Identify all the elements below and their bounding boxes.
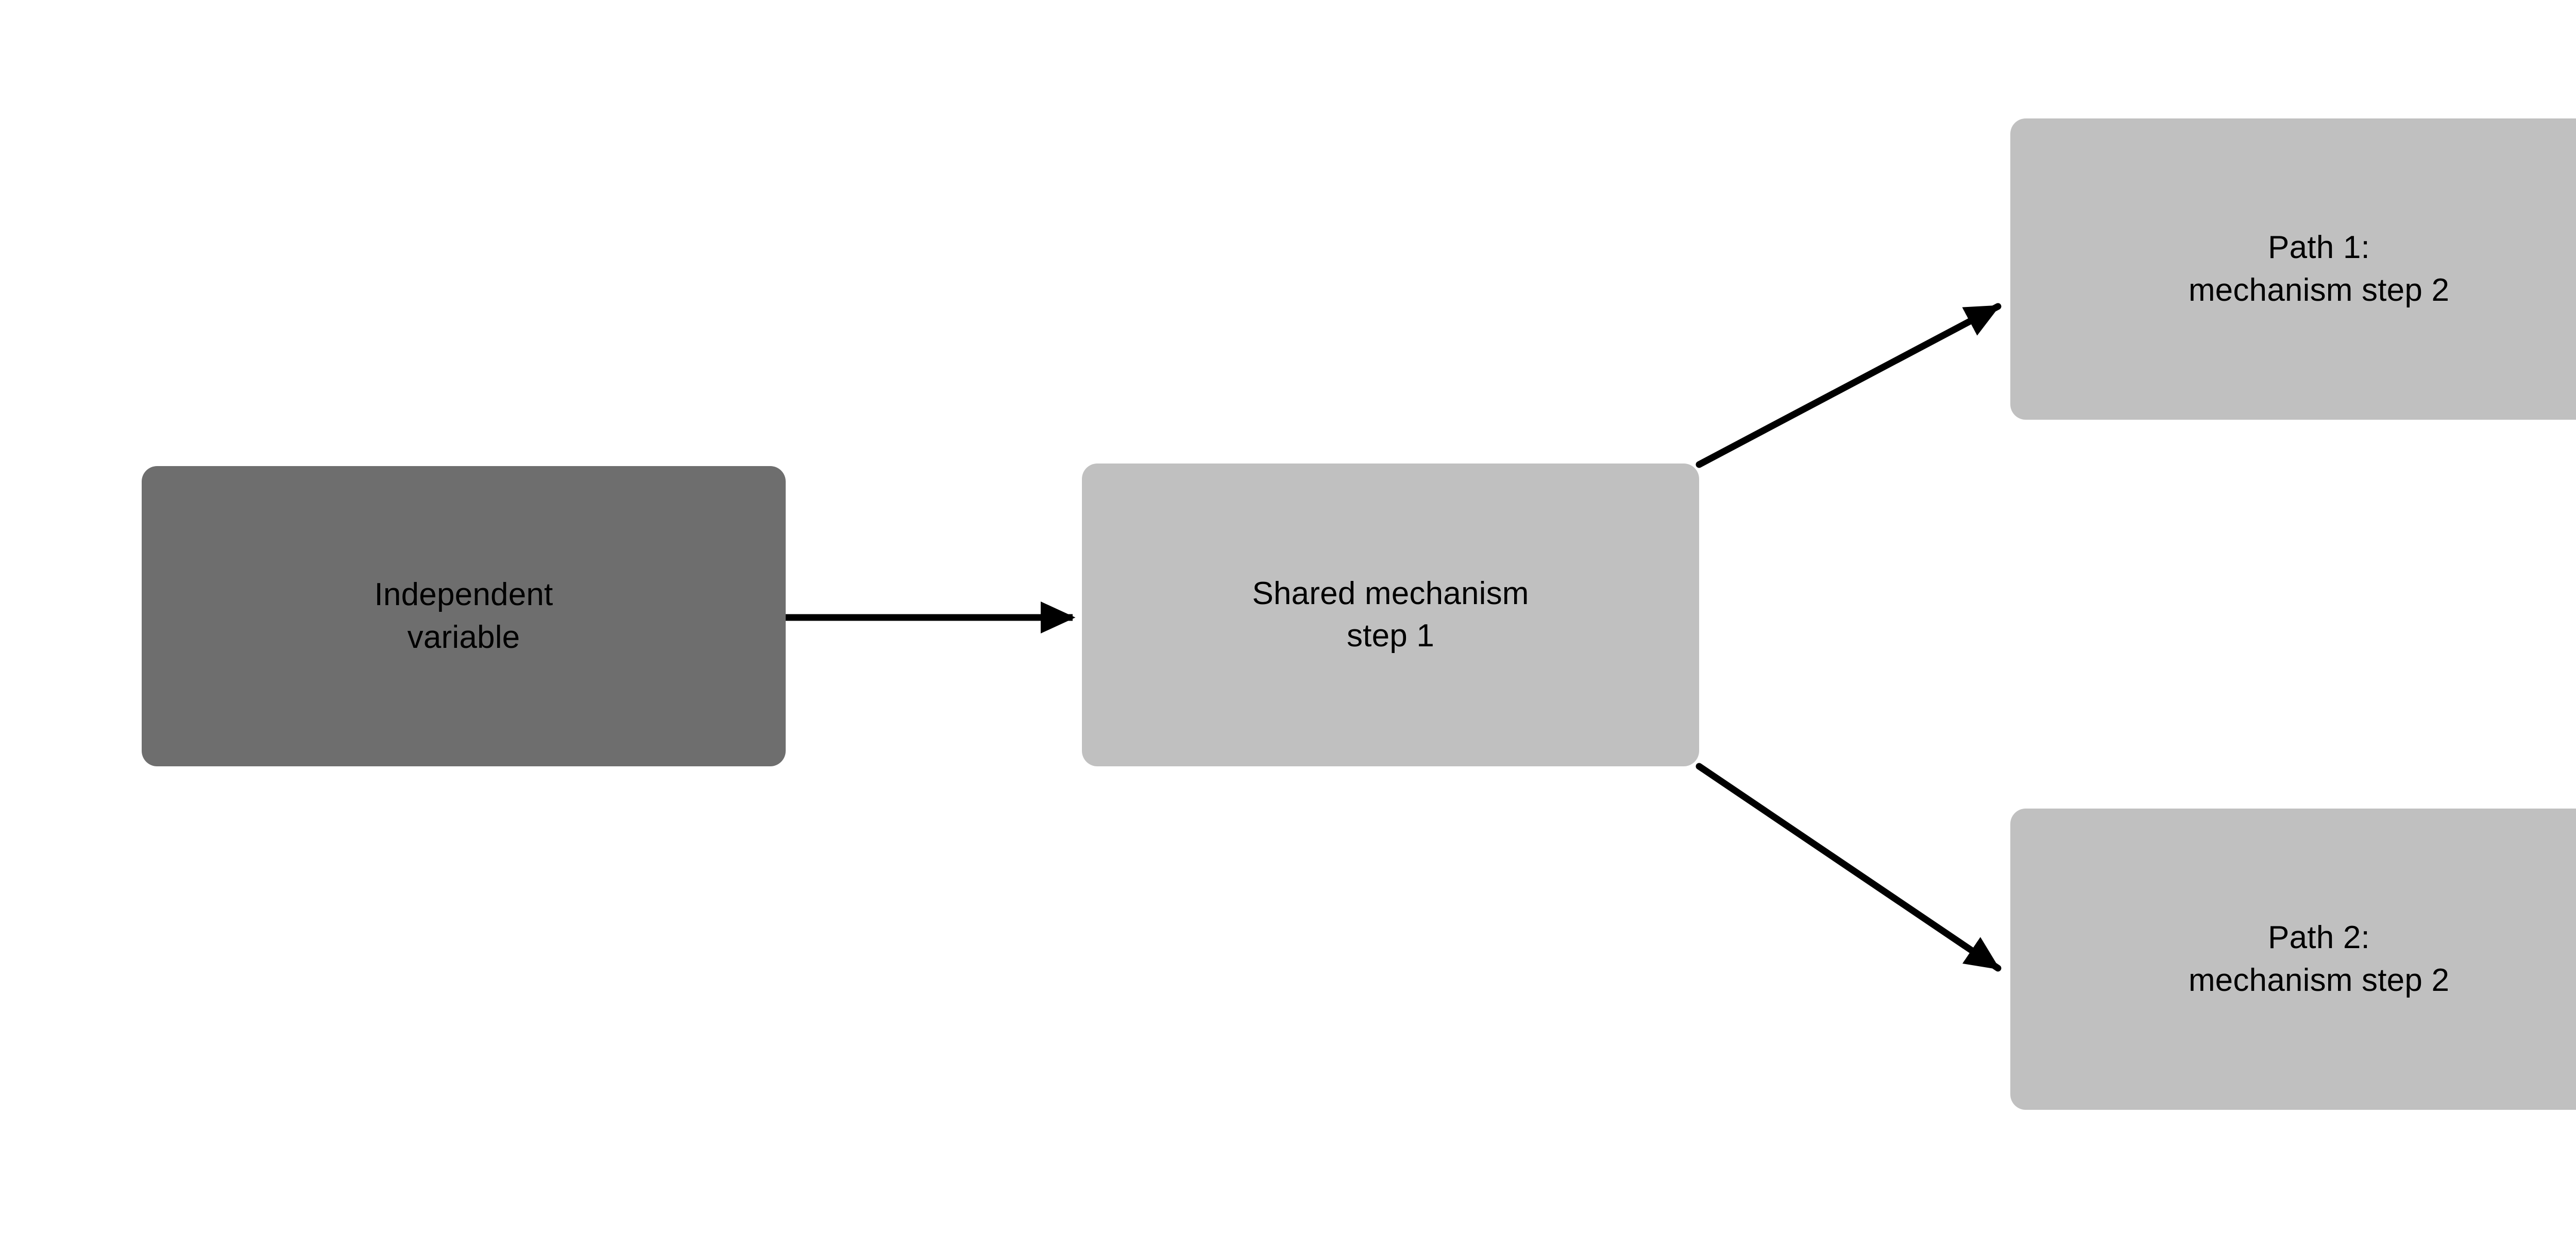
node-shared-mechanism-step-1[interactable]: Shared mechanism step 1 bbox=[1082, 464, 1699, 766]
node-path-2-mechanism-step-2-label: Path 2: mechanism step 2 bbox=[2188, 920, 2450, 998]
node-shared-mechanism-step-1-label: Shared mechanism step 1 bbox=[1252, 575, 1529, 654]
node-path-2-mechanism-step-2[interactable]: Path 2: mechanism step 2 bbox=[2010, 809, 2576, 1110]
node-independent-variable-label: Independent variable bbox=[374, 577, 553, 655]
node-path-1-mechanism-step-2[interactable]: Path 1: mechanism step 2 bbox=[2010, 118, 2576, 420]
node-independent-variable[interactable]: Independent variable bbox=[142, 466, 786, 766]
edge-shared-to-path-2 bbox=[1696, 763, 2002, 972]
edge-shared-to-path-1 bbox=[1696, 303, 2002, 468]
node-path-1-mechanism-step-2-label: Path 1: mechanism step 2 bbox=[2188, 230, 2450, 308]
